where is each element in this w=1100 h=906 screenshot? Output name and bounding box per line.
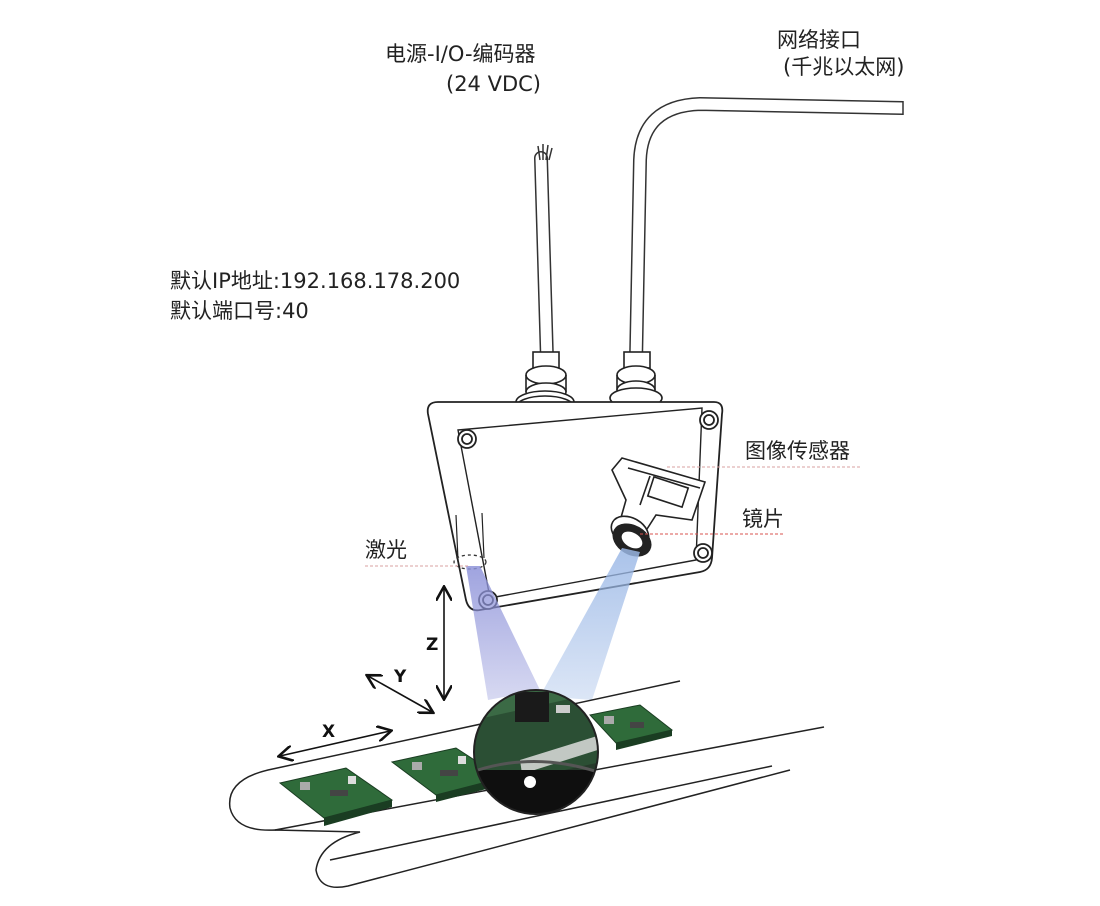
pcb-board: [589, 704, 674, 750]
laser-beam: [466, 566, 540, 700]
x-axis-label: X: [322, 722, 336, 742]
x-axis-arrow: [280, 731, 390, 756]
network-type-label: (千兆以太网): [783, 55, 905, 79]
network-label: 网络接口: [777, 28, 861, 52]
default-ip-label: 默认IP地址:192.168.178.200: [170, 269, 461, 293]
network-connector: [609, 351, 663, 409]
laser-label: 激光: [365, 538, 407, 562]
image-sensor-label: 图像传感器: [745, 439, 850, 463]
network-cable: [629, 96, 904, 363]
pcb-board: [278, 767, 394, 826]
power-voltage-label: (24 VDC): [446, 72, 541, 96]
leader-lines: [365, 466, 860, 567]
y-axis-label: Y: [394, 667, 407, 687]
magnifier-inset: [473, 689, 599, 815]
lens-label: 镜片: [742, 507, 784, 531]
power-cable: [534, 144, 554, 367]
sensor-housing: [426, 401, 724, 612]
default-port-label: 默认端口号:40: [170, 299, 309, 323]
camera-beam: [540, 548, 640, 700]
power-label: 电源-I/O-编码器: [385, 42, 536, 66]
camera-module: [610, 457, 707, 557]
axis-arrows: [280, 588, 444, 756]
y-axis-arrow: [368, 676, 432, 712]
z-axis-label: Z: [426, 635, 439, 655]
